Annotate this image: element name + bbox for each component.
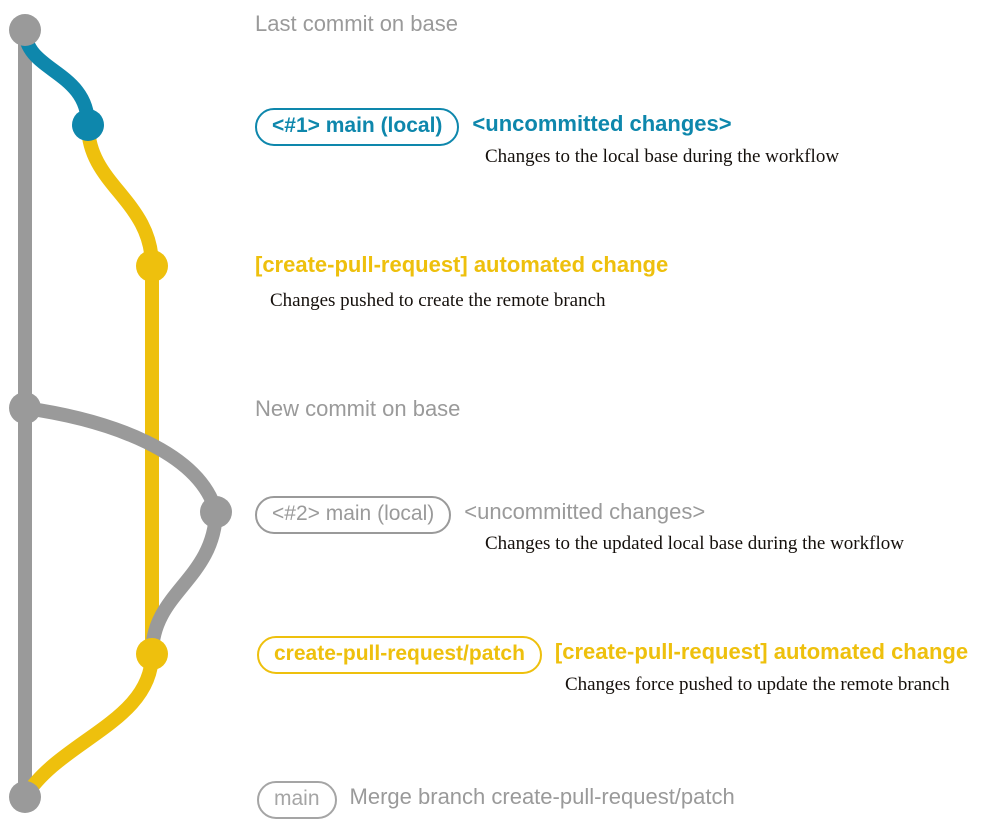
entry-automated-change-1: [create-pull-request] automated change xyxy=(255,252,669,277)
entry-local-change-1: <#1> main (local) <uncommitted changes> xyxy=(255,108,732,147)
entry-headline: Merge branch create-pull-request/patch xyxy=(349,784,735,809)
entry-headline: <uncommitted changes> xyxy=(464,499,706,524)
entry-description: Changes force pushed to update the remot… xyxy=(565,674,950,695)
badge-create-pull-request-patch[interactable]: create-pull-request/patch xyxy=(257,636,542,675)
entry-headline: New commit on base xyxy=(255,396,461,421)
entry-description: Changes pushed to create the remote bran… xyxy=(270,290,606,311)
badge-main-local-1[interactable]: <#1> main (local) xyxy=(255,108,460,147)
edge-basenew-to-local2 xyxy=(18,401,223,519)
node-local-2 xyxy=(200,496,232,528)
edge-local1-to-remote1 xyxy=(81,118,159,273)
node-base-merge xyxy=(9,781,41,813)
entry-automated-change-2: create-pull-request/patch [create-pull-r… xyxy=(257,636,969,675)
edge-base-to-local1 xyxy=(18,23,95,132)
edge-remote2-to-merge xyxy=(18,647,159,804)
node-remote-1 xyxy=(136,250,168,282)
badge-main-local-2[interactable]: <#2> main (local) xyxy=(255,496,452,535)
entry-new-commit-on-base: New commit on base xyxy=(255,396,461,421)
entry-last-commit-on-base: Last commit on base xyxy=(255,11,458,36)
entry-headline: [create-pull-request] automated change xyxy=(255,252,669,277)
entry-headline: Last commit on base xyxy=(255,11,458,36)
entry-merge-commit: main Merge branch create-pull-request/pa… xyxy=(257,781,735,820)
node-base-new xyxy=(9,392,41,424)
commit-nodes xyxy=(9,14,232,813)
node-base-last xyxy=(9,14,41,46)
entry-headline: [create-pull-request] automated change xyxy=(554,639,969,664)
edge-local2-to-remote2 xyxy=(145,505,223,661)
entry-headline: <uncommitted changes> xyxy=(472,111,732,136)
entry-description: Changes to the updated local base during… xyxy=(485,533,904,554)
badge-main[interactable]: main xyxy=(257,781,337,820)
entry-local-change-2: <#2> main (local) <uncommitted changes> xyxy=(255,496,706,535)
node-local-1 xyxy=(72,109,104,141)
node-remote-2 xyxy=(136,638,168,670)
entry-description: Changes to the local base during the wor… xyxy=(485,146,840,167)
